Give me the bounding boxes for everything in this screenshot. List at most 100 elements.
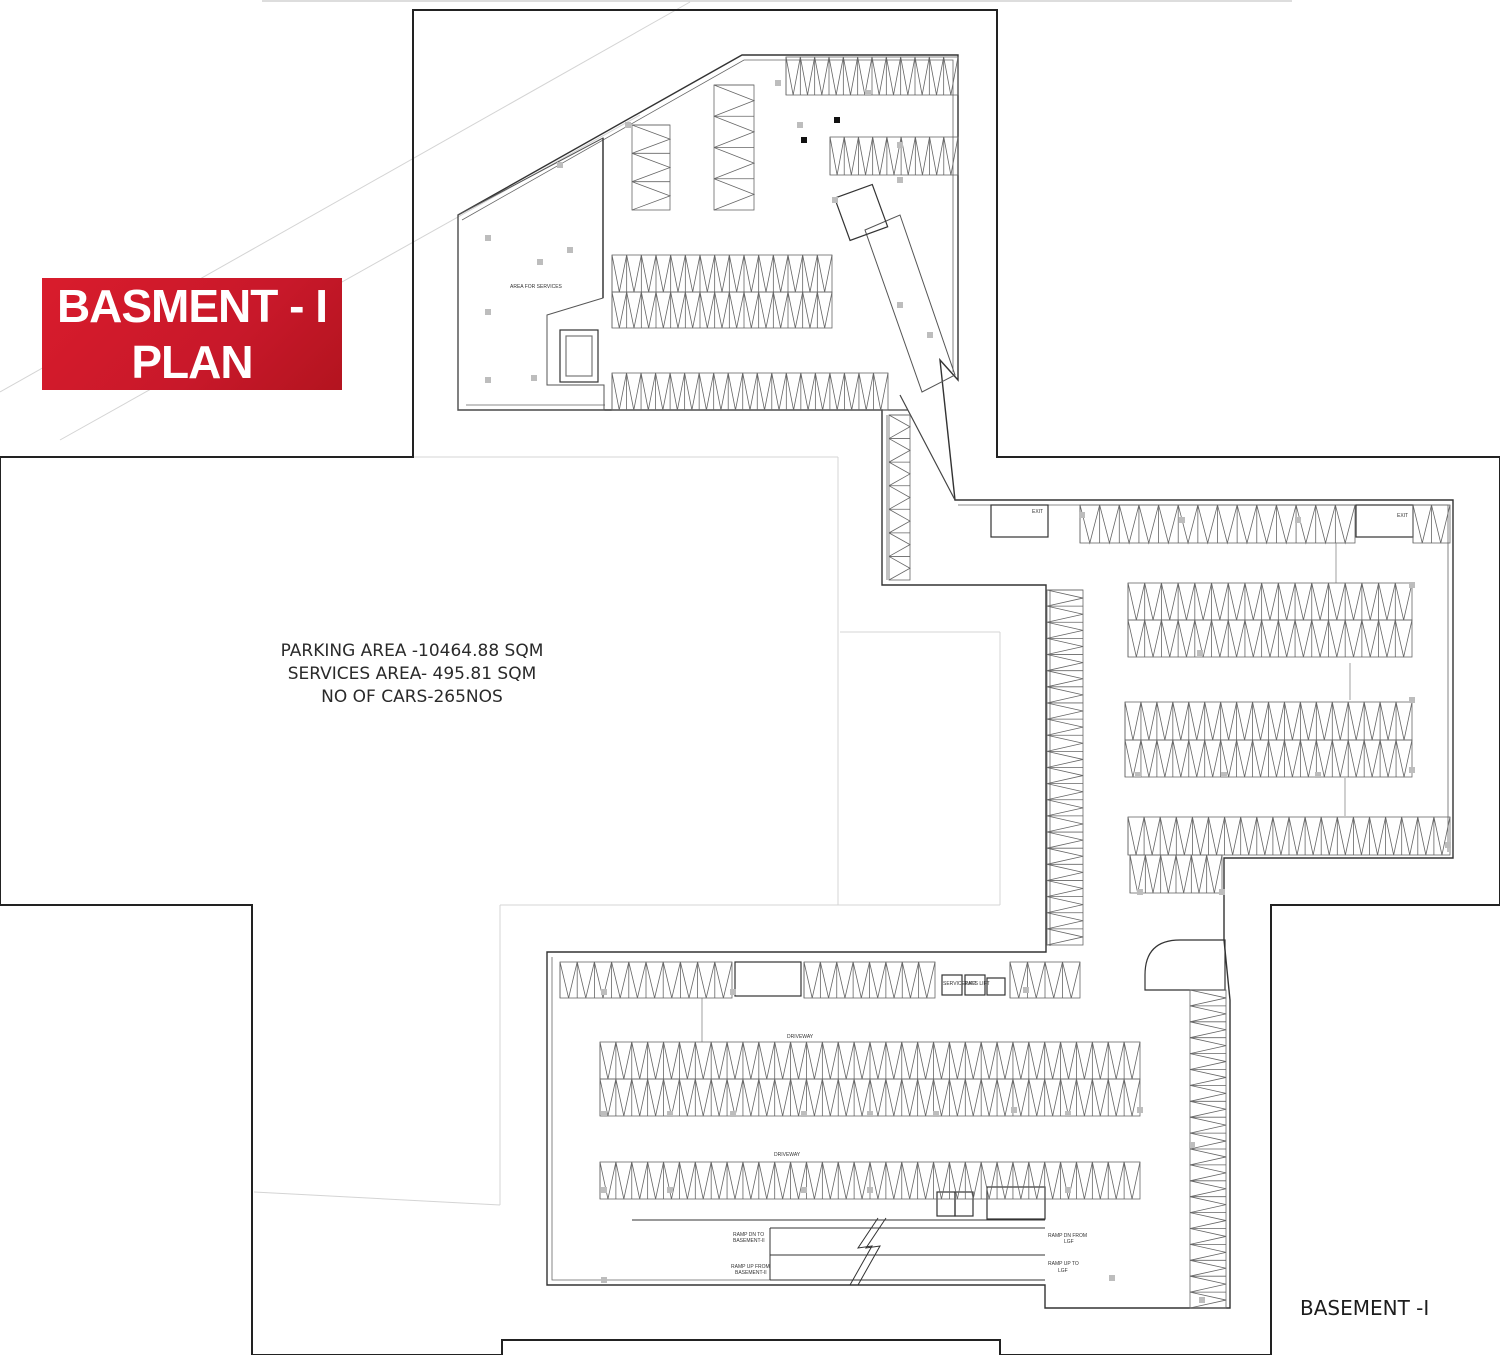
- marker: [834, 117, 840, 123]
- label-ramp-up-to-2: LGF: [1058, 1268, 1068, 1274]
- column: [1199, 1297, 1205, 1303]
- column: [601, 1111, 607, 1117]
- column: [867, 1187, 873, 1193]
- column: [933, 1111, 939, 1117]
- bay-row: [611, 254, 833, 293]
- column: [1023, 987, 1029, 993]
- label-ramp-down: RAMP DN TO: [733, 1232, 764, 1238]
- parking-bays: [559, 56, 1451, 1309]
- bay-row: [1127, 816, 1451, 856]
- bay-row: [1079, 504, 1356, 545]
- bay-row: [713, 84, 756, 211]
- basement-outline: [457, 54, 1454, 1309]
- bay-row: [611, 291, 833, 329]
- bay-row: [611, 372, 889, 411]
- bay-row: [1412, 504, 1451, 544]
- column: [601, 1187, 607, 1193]
- column: [1011, 1107, 1017, 1113]
- column: [1065, 1187, 1071, 1193]
- parking-area-text: PARKING AREA -10464.88 SQM: [280, 641, 544, 661]
- bay-row: [599, 1078, 1141, 1117]
- basement-level-label: BASEMENT -I: [1300, 1296, 1430, 1320]
- column: [625, 122, 631, 128]
- ramp-band: [632, 1217, 1045, 1286]
- site-boundary: [0, 9, 1500, 1355]
- column: [567, 247, 573, 253]
- bay-row: [803, 961, 936, 999]
- bay-row: [1046, 589, 1084, 946]
- column: [1219, 889, 1225, 895]
- bay-row: [599, 1041, 1141, 1080]
- column: [867, 1111, 873, 1117]
- label-ramp-down-2: BASEMENT-II: [733, 1238, 765, 1244]
- column: [667, 1187, 673, 1193]
- bay-row: [1127, 582, 1413, 621]
- column: [1315, 772, 1321, 778]
- bay-row: [599, 1161, 1141, 1200]
- plan-title-banner: BASMENT - I PLAN: [42, 278, 342, 390]
- dimension-marks: [701, 543, 1351, 1042]
- column: [801, 1111, 807, 1117]
- services-area-text: SERVICES AREA- 495.81 SQM: [287, 664, 537, 684]
- column: [730, 1111, 736, 1117]
- plan-title-line2: PLAN: [131, 336, 253, 388]
- ramp-diagonal: [864, 214, 956, 393]
- column: [667, 1111, 673, 1117]
- column: [557, 162, 563, 168]
- column: [897, 302, 903, 308]
- column: [897, 177, 903, 183]
- column: [485, 377, 491, 383]
- bay-row: [1127, 619, 1413, 658]
- column: [1189, 1142, 1195, 1148]
- column: [1137, 1107, 1143, 1113]
- column: [801, 1187, 807, 1193]
- label-exit-2: EXIT: [1397, 513, 1408, 519]
- column: [927, 332, 933, 338]
- column: [1409, 697, 1415, 703]
- column: [1179, 517, 1185, 523]
- label-ramp-up-from: RAMP UP FROM: [731, 1264, 770, 1270]
- label-ramp-up-from-2: BASEMENT-II: [735, 1270, 767, 1276]
- column: [601, 989, 607, 995]
- area-statistics: PARKING AREA -10464.88 SQM SERVICES AREA…: [232, 640, 592, 709]
- column: [1409, 767, 1415, 773]
- plan-title-line1: BASMENT - I: [56, 280, 328, 332]
- column: [897, 142, 903, 148]
- no-of-cars-text: NO OF CARS-265NOS: [321, 687, 503, 707]
- column: [1197, 650, 1203, 656]
- column: [485, 235, 491, 241]
- columns: [485, 80, 1451, 1303]
- column: [797, 122, 803, 128]
- column: [1135, 772, 1141, 778]
- bay-row: [1009, 961, 1081, 999]
- label-service-lift: SERVICE LIFT: [943, 981, 977, 987]
- column: [601, 1277, 607, 1283]
- column: [1137, 889, 1143, 895]
- label-ramp-dn-from: RAMP DN FROM: [1048, 1233, 1087, 1239]
- column: [1295, 517, 1301, 523]
- label-driveway-1: DRIVEWAY: [787, 1034, 814, 1040]
- bay-row: [1124, 739, 1413, 778]
- column: [1079, 512, 1085, 518]
- column: [1109, 1275, 1115, 1281]
- label-driveway-2: DRIVEWAY: [774, 1152, 801, 1158]
- column: [775, 80, 781, 86]
- label-pass-lift: PASS LIFT: [965, 981, 990, 987]
- label-ramp-up-to: RAMP UP TO: [1048, 1261, 1079, 1267]
- column: [730, 989, 736, 995]
- bay-row: [1124, 701, 1413, 741]
- marker: [801, 137, 807, 143]
- column: [832, 197, 838, 203]
- bay-row: [888, 414, 911, 581]
- column: [865, 90, 871, 96]
- column: [485, 309, 491, 315]
- label-ramp-dn-from-2: LGF: [1064, 1239, 1074, 1245]
- column: [537, 259, 543, 265]
- bay-row: [1129, 854, 1223, 894]
- bay-row: [631, 124, 672, 211]
- column: [531, 375, 537, 381]
- column: [1445, 842, 1451, 848]
- bay-row: [1189, 989, 1227, 1309]
- column: [1409, 582, 1415, 588]
